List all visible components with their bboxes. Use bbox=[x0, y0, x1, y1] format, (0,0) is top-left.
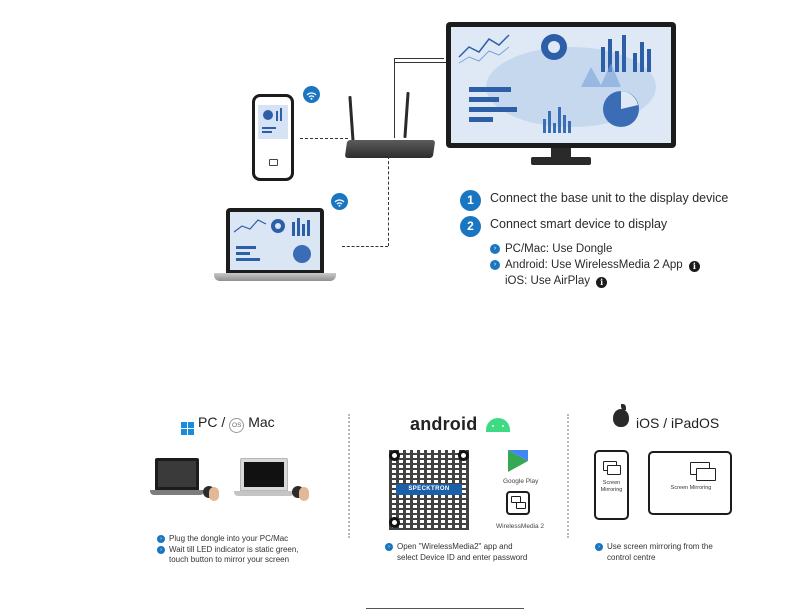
instruction-text: Use screen mirroring from the bbox=[607, 542, 713, 551]
wirelessmedia-app-icon[interactable] bbox=[506, 491, 530, 515]
base-unit-antenna bbox=[348, 95, 355, 143]
wireless-link bbox=[300, 138, 348, 139]
smartphone bbox=[252, 94, 294, 181]
wireless-link bbox=[388, 156, 389, 246]
phone-screen-mirroring-label: Screen Mirroring bbox=[600, 480, 623, 493]
method-text: PC/Mac: Use Dongle bbox=[505, 243, 613, 255]
mac-laptop-icon bbox=[240, 458, 288, 491]
chevron-right-icon: › bbox=[157, 545, 165, 554]
chevron-right-icon: › bbox=[490, 260, 500, 270]
instruction-text: touch button to mirror your screen bbox=[169, 555, 290, 564]
chevron-right-icon: › bbox=[490, 244, 500, 254]
screen-mirroring-icon bbox=[696, 468, 716, 481]
hdmi-cable bbox=[394, 58, 444, 59]
android-wordmark: android bbox=[410, 414, 478, 434]
hdmi-cable bbox=[394, 58, 395, 138]
footer-divider bbox=[366, 608, 524, 609]
monitor-stand-neck bbox=[551, 148, 571, 158]
step-text: Connect the base unit to the display dev… bbox=[490, 191, 729, 205]
wireless-link bbox=[342, 246, 388, 247]
instruction-line: touch button to mirror your screen bbox=[157, 555, 337, 566]
panel-divider bbox=[567, 414, 569, 538]
panel-divider bbox=[348, 414, 350, 538]
laptop bbox=[226, 208, 324, 274]
monitor-screen-dashboard bbox=[451, 27, 671, 143]
ios-instructions: › Use screen mirroring from the control c… bbox=[595, 542, 745, 563]
step-number: 1 bbox=[460, 190, 481, 211]
title-mac: Mac bbox=[248, 414, 275, 430]
phone-screen-graphic bbox=[258, 105, 288, 139]
instruction-line: › Plug the dongle into your PC/Mac bbox=[157, 534, 337, 545]
wifi-icon bbox=[303, 86, 320, 103]
pc-laptop-icon bbox=[155, 458, 199, 490]
google-play-icon-accent bbox=[508, 450, 528, 461]
iphone-icon: Screen Mirroring bbox=[594, 450, 629, 520]
pc-laptop-base bbox=[150, 490, 204, 495]
apple-logo-leaf bbox=[621, 404, 626, 410]
laptop-screen bbox=[230, 212, 320, 270]
phone-screen bbox=[258, 105, 288, 139]
step-text: Connect smart device to display bbox=[490, 217, 668, 231]
instruction-text: control centre bbox=[607, 552, 656, 562]
apple-logo-icon bbox=[613, 409, 629, 427]
connection-methods: › PC/Mac: Use Dongle › Android: Use Wire… bbox=[490, 241, 760, 289]
hand-icon bbox=[209, 487, 219, 501]
instruction-line: select Device ID and enter password bbox=[385, 553, 555, 564]
qr-finder bbox=[389, 517, 400, 528]
pc-mac-instructions: › Plug the dongle into your PC/Mac › Wait … bbox=[157, 534, 337, 566]
display-monitor bbox=[446, 22, 676, 148]
instruction-text: Open "WirelessMedia2" app and bbox=[397, 542, 513, 551]
app-label: WirelessMedia 2 bbox=[496, 523, 545, 530]
dashboard-graphic bbox=[451, 27, 671, 143]
laptop-base bbox=[214, 273, 336, 281]
base-unit bbox=[344, 140, 436, 158]
instruction-line: › Wait till LED indicator is static green… bbox=[157, 545, 337, 556]
title-pc: PC / bbox=[198, 414, 226, 430]
panel-title-ios: iOS / iPadOS bbox=[636, 415, 720, 431]
screen-mirroring-icon bbox=[607, 465, 621, 475]
hdmi-cable bbox=[394, 62, 446, 63]
step-1: 1 Connect the base unit to the display d… bbox=[460, 190, 760, 211]
instruction-line: › Open "WirelessMedia2" app and bbox=[385, 542, 555, 553]
mac-laptop-base bbox=[234, 491, 294, 496]
chevron-right-icon: › bbox=[595, 543, 603, 551]
laptop-screen-graphic bbox=[230, 212, 320, 270]
method-pc-mac: › PC/Mac: Use Dongle bbox=[490, 241, 760, 257]
macos-badge-icon: OS bbox=[229, 418, 245, 433]
ipad-icon: Screen Mirroring bbox=[648, 451, 732, 515]
step-number: 2 bbox=[460, 216, 481, 237]
info-icon[interactable]: i bbox=[688, 261, 700, 272]
chevron-right-icon: › bbox=[157, 535, 165, 543]
method-ios: iOS: Use AirPlay i bbox=[490, 273, 760, 289]
base-unit-antenna bbox=[403, 91, 410, 139]
chevron-right-icon: › bbox=[385, 543, 393, 551]
method-android: › Android: Use WirelessMedia 2 App i bbox=[490, 257, 760, 273]
hand-icon bbox=[299, 487, 309, 501]
instruction-line: › Use screen mirroring from the bbox=[595, 542, 745, 553]
instruction-text: Wait till LED indicator is static green, bbox=[169, 544, 299, 554]
instruction-text: Plug the dongle into your PC/Mac bbox=[169, 534, 289, 543]
step-2: 2 Connect smart device to display bbox=[460, 216, 760, 237]
wifi-icon bbox=[331, 193, 348, 210]
android-robot-icon bbox=[486, 418, 510, 432]
qr-brand-label: SPECKTRON bbox=[396, 484, 462, 495]
qr-finder bbox=[458, 450, 469, 461]
qr-finder bbox=[389, 450, 400, 461]
info-icon[interactable]: i bbox=[596, 277, 608, 288]
android-instructions: › Open "WirelessMedia2" app and select De… bbox=[385, 542, 555, 563]
google-play-label: Google Play bbox=[503, 478, 539, 485]
method-text: Android: Use WirelessMedia 2 App bbox=[505, 259, 683, 271]
instruction-line: control centre bbox=[595, 553, 745, 564]
windows-logo-icon bbox=[181, 422, 194, 435]
tablet-screen-mirroring-label: Screen Mirroring bbox=[670, 485, 712, 491]
monitor-stand-foot bbox=[531, 157, 591, 165]
cast-icon bbox=[269, 159, 278, 166]
method-text: iOS: Use AirPlay bbox=[505, 275, 590, 287]
instruction-text: select Device ID and enter password bbox=[397, 552, 528, 562]
setup-steps: 1 Connect the base unit to the display d… bbox=[460, 190, 760, 289]
